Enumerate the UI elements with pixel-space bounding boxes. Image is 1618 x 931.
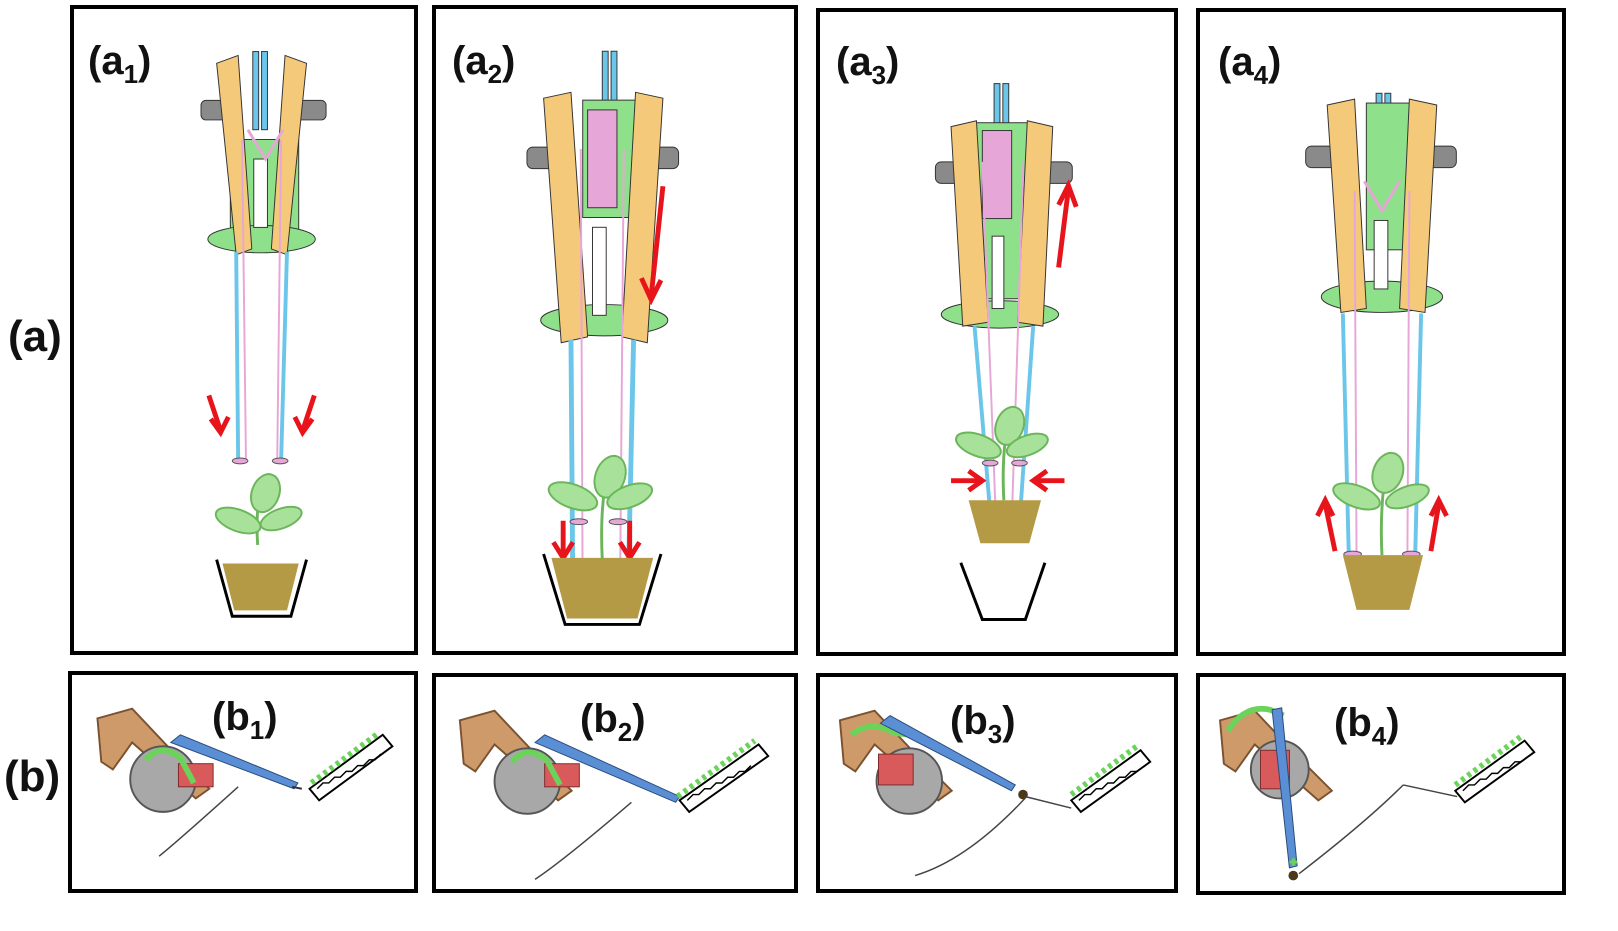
planter-diagram-b1	[96, 707, 394, 857]
seedling-tray	[675, 738, 770, 814]
panel-b2: (b2)	[432, 673, 798, 893]
red-arrow	[1315, 494, 1449, 552]
panel-b1: (b1)	[68, 671, 418, 893]
seedling-pot	[1332, 451, 1430, 610]
seedling-tray	[1069, 744, 1152, 814]
seedling-tray	[308, 730, 394, 802]
panel-label-a4: (a4)	[1218, 40, 1282, 90]
gripper-diagram-a3	[934, 83, 1079, 621]
seedling-pot	[955, 405, 1049, 621]
row-label-b: (b)	[4, 752, 61, 801]
gripper-mechanism	[1305, 92, 1457, 558]
gripper-diagram-a2	[526, 50, 680, 626]
gripper-mechanism	[200, 51, 327, 465]
seedling-pot	[542, 454, 663, 626]
panel-b4: (b4)	[1196, 673, 1566, 895]
row-label-a: (a)	[8, 312, 62, 361]
panel-label-b2: (b2)	[580, 697, 646, 747]
planter-diagram-b3	[838, 709, 1152, 877]
panel-a4: (a4)	[1196, 8, 1566, 656]
gripper-diagram-a4	[1305, 92, 1457, 610]
panel-b3: (b3)	[816, 673, 1178, 893]
panel-label-b3: (b3)	[950, 699, 1016, 749]
seedling-tray	[1453, 734, 1536, 804]
panel-label-a2: (a2)	[452, 39, 516, 89]
panel-a3: (a3)	[816, 8, 1178, 656]
planter-diagram-b2	[458, 709, 770, 880]
red-arrow	[951, 179, 1079, 493]
panel-label-b1: (b1)	[212, 695, 278, 745]
gripper-diagram-a1	[200, 51, 327, 618]
planter-diagram-b4	[1218, 705, 1536, 881]
seedling-pot	[214, 473, 308, 618]
panel-a1: (a1)	[70, 5, 418, 655]
panel-a2: (a2)	[432, 5, 798, 655]
panel-label-a1: (a1)	[88, 39, 152, 89]
panel-label-b4: (b4)	[1334, 701, 1400, 751]
red-arrow	[206, 394, 317, 438]
gripper-mechanism	[934, 83, 1073, 524]
panel-label-a3: (a3)	[836, 40, 900, 90]
